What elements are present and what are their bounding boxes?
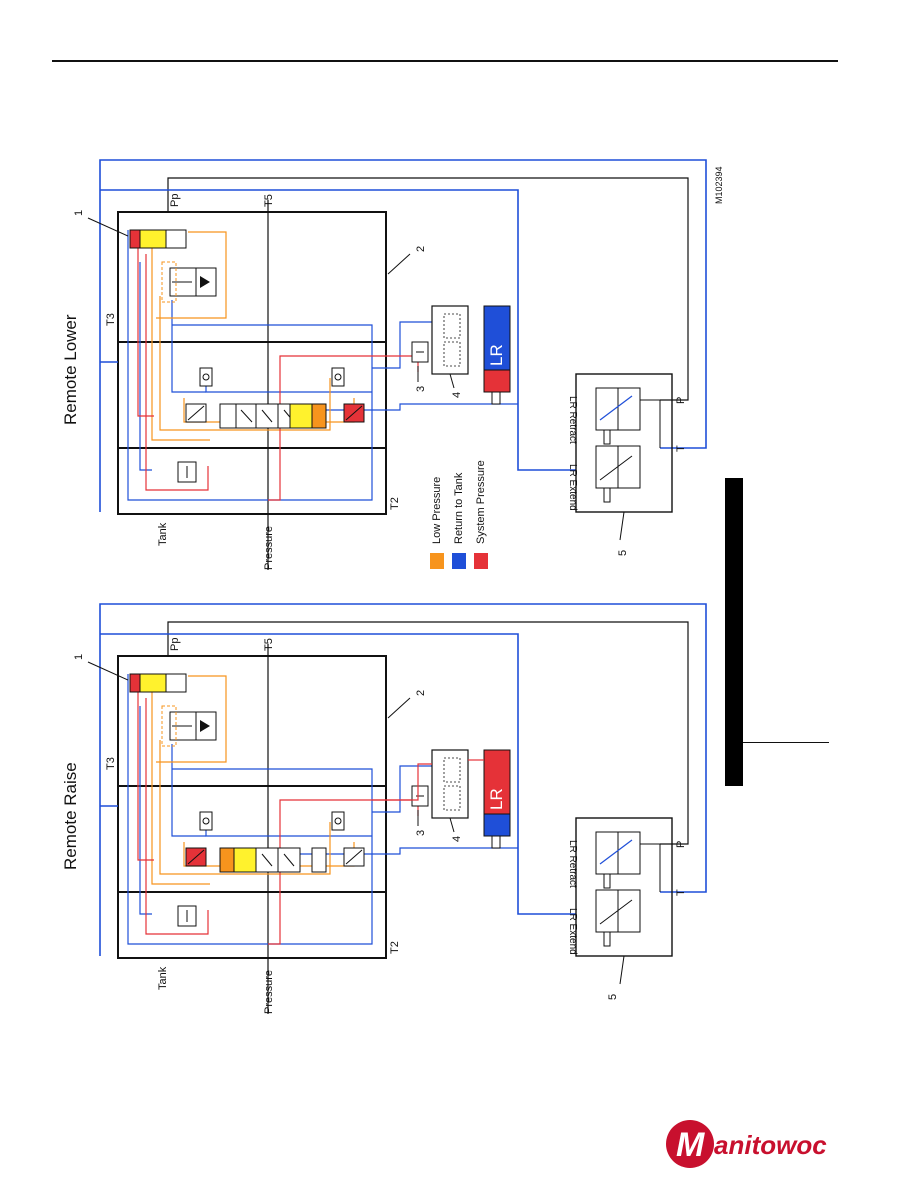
section-tab — [725, 478, 743, 786]
label-tank: Tank — [157, 966, 169, 990]
panel-title-raise: Remote Raise — [61, 762, 80, 870]
label-lr-extend: LR Extend — [567, 908, 578, 955]
port-t5: T5 — [263, 638, 275, 651]
label-lr-extend: LR Extend — [567, 464, 578, 511]
cylinder-label: LR — [487, 788, 506, 810]
label-pressure: Pressure — [263, 970, 275, 1014]
label-p: P — [675, 841, 687, 848]
section-tab-rule — [743, 742, 829, 743]
port-t5: T5 — [263, 194, 275, 207]
svg-text:anitowoc: anitowoc — [714, 1130, 827, 1160]
label-pressure: Pressure — [263, 526, 275, 570]
label-lr-retract: LR Retract — [567, 840, 578, 888]
callout-1: 1 — [73, 210, 85, 216]
callout-4: 4 — [451, 392, 463, 398]
legend-low: Low Pressure — [431, 477, 443, 544]
label-t: T — [675, 445, 687, 452]
callout-2: 2 — [415, 690, 427, 696]
label-tank: Tank — [157, 522, 169, 546]
callout-3: 3 — [415, 386, 427, 392]
callout-1: 1 — [73, 654, 85, 660]
legend-swatch-low — [430, 553, 444, 569]
legend-swatch-system — [474, 553, 488, 569]
legend-return: Return to Tank — [453, 472, 465, 544]
remote-lower-panel: Remote Lower Pp T5 T3 T2 Tank Pressure 1… — [61, 159, 724, 571]
label-p: P — [675, 397, 687, 404]
header-rule — [52, 60, 838, 62]
legend-swatch-return — [452, 553, 466, 569]
port-t2: T2 — [389, 497, 401, 510]
legend-system: System Pressure — [475, 460, 487, 544]
port-pp: Pp — [169, 638, 181, 651]
label-t: T — [675, 889, 687, 896]
svg-text:M: M — [676, 1126, 705, 1164]
port-t2: T2 — [389, 941, 401, 954]
callout-2: 2 — [415, 246, 427, 252]
port-pp: Pp — [169, 194, 181, 207]
callout-5: 5 — [607, 994, 619, 1000]
figure-id: M102394 — [714, 166, 724, 204]
callout-5: 5 — [617, 550, 629, 556]
manitowoc-logo: M anitowoc — [666, 1120, 827, 1168]
port-t3: T3 — [105, 757, 117, 770]
remote-raise-panel: Remote Raise Pp T5 T3 T2 Tank Pressure 1… — [61, 603, 707, 1015]
panel-title-lower: Remote Lower — [61, 314, 80, 425]
port-t3: T3 — [105, 313, 117, 326]
cylinder-label: LR — [487, 344, 506, 366]
callout-4: 4 — [451, 836, 463, 842]
label-lr-retract: LR Retract — [567, 396, 578, 444]
callout-3: 3 — [415, 830, 427, 836]
